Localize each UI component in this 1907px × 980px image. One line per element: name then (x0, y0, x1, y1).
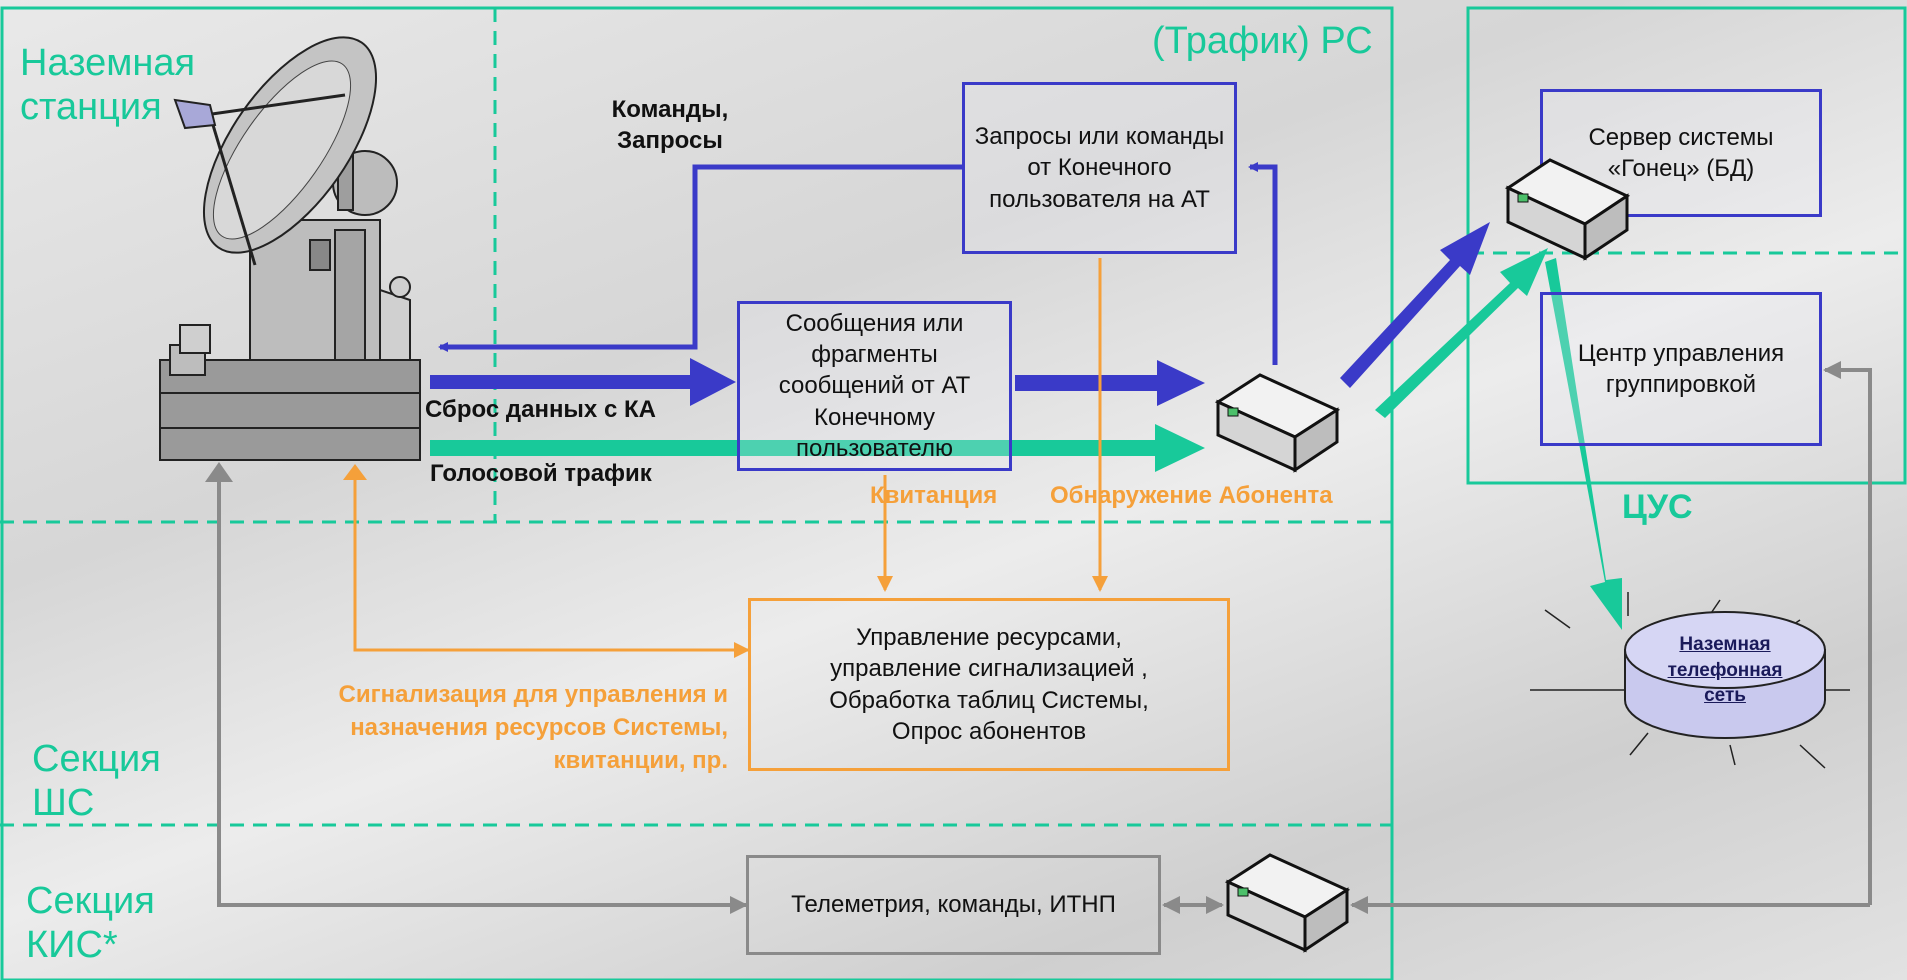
messages-box: Сообщения или фрагменты сообщений от АТ … (737, 301, 1012, 471)
telemetry-line (217, 468, 748, 914)
at-to-server-teal-arrow (1375, 248, 1548, 418)
signaling-label: Сигнализация для управления и назначения… (338, 681, 728, 775)
data-dump-label: Сброс данных с КА (425, 396, 656, 423)
subscriber-detection-label: Обнаружение Абонента (1050, 482, 1333, 509)
messages-to-at-arrow (1015, 360, 1205, 406)
signaling-up-arrow (343, 464, 367, 480)
section-kis-label: Секция КИС* (26, 880, 155, 966)
at-to-server-blue-arrow (1340, 222, 1490, 388)
rs-zone-frame (0, 6, 1394, 980)
traffic-rs-label: (Трафик) РС (1152, 20, 1373, 62)
telemetry-box: Телеметрия, команды, ИТНП (746, 855, 1161, 955)
voice-traffic-arrow (430, 424, 1205, 472)
section-shs-label: Секция ШС (32, 738, 161, 824)
resource-management-box: Управление ресурсами, управление сигнали… (748, 598, 1230, 771)
data-dump-arrow (430, 358, 736, 406)
tsus-label: ЦУС (1622, 488, 1693, 526)
server-box: Сервер системы «Гонец» (БД) (1540, 89, 1822, 217)
control-center-box: Центр управления группировкой (1540, 292, 1822, 446)
at-to-requests-line (1248, 162, 1278, 365)
requests-commands-box: Запросы или команды от Конечного пользов… (962, 82, 1237, 254)
control-center-line (1823, 361, 1872, 905)
phone-network-label: Наземная телефонная сеть (1667, 634, 1783, 707)
receipt-label: Квитанция (870, 482, 998, 509)
voice-traffic-label: Голосовой трафик (430, 460, 652, 487)
commands-line (438, 164, 962, 352)
commands-requests-label: Команды, Запросы (611, 96, 729, 155)
ground-station-label: Наземная станция (20, 42, 196, 128)
telemetry-up-arrow (205, 462, 233, 482)
signaling-line (353, 468, 750, 658)
